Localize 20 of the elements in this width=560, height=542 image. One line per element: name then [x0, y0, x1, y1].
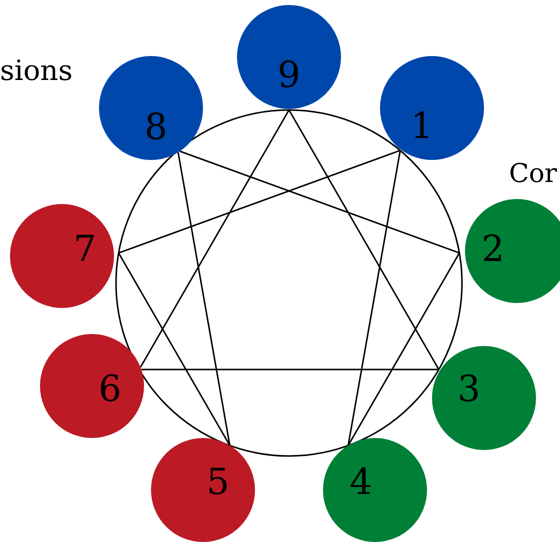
type-number: 8 — [144, 110, 168, 146]
type-number: 6 — [98, 372, 122, 408]
type-number: 4 — [350, 465, 372, 501]
connector-line — [348, 252, 460, 446]
type-number: 9 — [278, 58, 300, 94]
connector-line — [141, 368, 439, 370]
side-label: sions — [0, 56, 73, 87]
type-number: 7 — [74, 232, 96, 268]
side-label: Cor — [509, 160, 557, 189]
connector-line — [118, 150, 400, 254]
type-number: 1 — [410, 109, 434, 145]
connector-line — [180, 150, 460, 254]
connector-line — [118, 252, 230, 446]
connector-line — [140, 110, 290, 368]
type-number: 5 — [206, 465, 230, 501]
connector-line — [347, 150, 401, 446]
type-number: 2 — [482, 232, 504, 268]
connector-line — [177, 152, 231, 446]
type-number: 3 — [458, 372, 480, 408]
connector-line — [288, 110, 440, 370]
